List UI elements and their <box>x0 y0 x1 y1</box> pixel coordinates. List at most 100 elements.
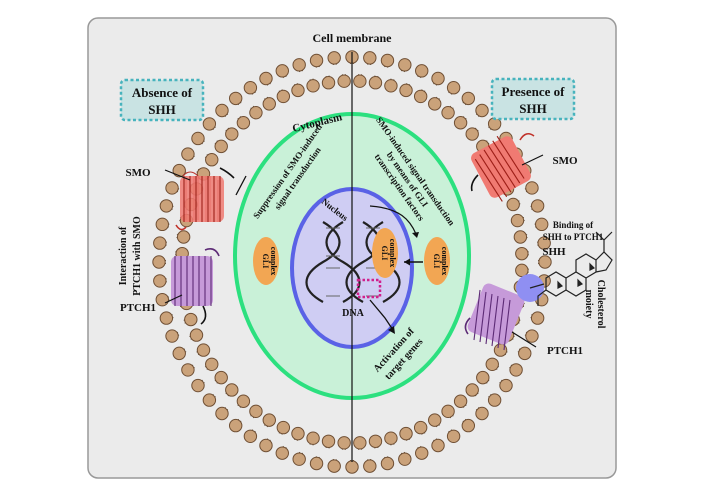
lipid-head <box>380 53 395 68</box>
lipid-head <box>153 274 167 288</box>
lipid-head <box>475 103 489 118</box>
gli-complex-nucleus: GLI complex <box>372 228 398 278</box>
target-gene-box <box>356 278 382 299</box>
lipid-head <box>368 76 383 90</box>
lipid-head <box>243 429 258 443</box>
lipid-head <box>214 139 228 154</box>
lipid-head <box>530 311 545 325</box>
lipid-head <box>513 230 528 244</box>
lipid-head <box>155 292 169 307</box>
lipid-head <box>321 434 336 448</box>
lipid-head <box>446 429 461 443</box>
lipid-head <box>399 426 413 441</box>
lipid-head <box>202 393 217 407</box>
ptch1-left-callout <box>164 294 183 304</box>
lipid-head <box>428 413 442 427</box>
lipid-head <box>465 383 479 397</box>
lipid-head <box>181 363 195 377</box>
lipid-head <box>275 446 289 460</box>
interaction-label-1: Interaction of <box>118 226 129 285</box>
lipid-head <box>446 81 461 95</box>
lipid-head <box>291 83 305 98</box>
cholesterol-label-1: Cholesterol <box>595 280 606 329</box>
lipid-head <box>431 71 445 86</box>
ptch1-receptor-right <box>464 283 525 351</box>
lipid-head <box>368 434 383 448</box>
absence-shh-label-2: SHH <box>148 102 175 117</box>
lipid-head <box>202 117 217 131</box>
lipid-head <box>152 255 166 269</box>
dna-label: DNA <box>342 308 364 319</box>
lipid-head <box>515 246 529 261</box>
lipid-head <box>363 459 377 473</box>
lipid-head <box>189 328 204 342</box>
lipid-head <box>380 456 395 471</box>
lipid-head <box>441 404 455 419</box>
lipid-head <box>309 53 324 68</box>
lipid-head <box>292 452 306 466</box>
lipid-head <box>292 58 306 72</box>
smo-left-callout <box>164 169 191 181</box>
lipid-head <box>184 312 198 327</box>
lipid-head <box>327 51 341 65</box>
lipid-head <box>399 83 413 98</box>
lipid-head <box>205 357 219 371</box>
lipid-head <box>485 357 499 371</box>
lipid-head <box>236 394 251 408</box>
lipid-head <box>518 346 532 361</box>
lipid-head <box>413 89 428 104</box>
lipid-head <box>538 255 552 269</box>
absence-shh-box: Absence of SHH <box>119 78 205 122</box>
smo-receptor-left <box>175 167 235 231</box>
gli-complex-right-label-2: complex <box>440 247 449 275</box>
lipid-head <box>249 404 263 419</box>
lipid-head <box>176 230 191 244</box>
lipid-head <box>476 370 490 385</box>
gli-complex-left-label-1: GLI <box>261 254 270 269</box>
lipid-head <box>306 79 320 93</box>
lipid-head <box>453 116 468 130</box>
lipid-head <box>506 197 520 212</box>
shh-label: SHH <box>542 246 566 258</box>
smo-right-label: SMO <box>552 155 578 167</box>
binding-label-1: Binding of <box>553 220 594 230</box>
lipid-head <box>499 378 513 393</box>
ptch1-right-label: PTCH1 <box>547 345 583 357</box>
lipid-head <box>172 346 186 361</box>
gli-complex-right-label-1: GLI <box>432 254 441 269</box>
lipid-head <box>165 181 179 195</box>
lipid-head <box>321 76 336 90</box>
lipid-head <box>215 103 229 118</box>
lipid-head <box>431 438 445 453</box>
lipid-head <box>276 89 291 104</box>
smo-right-callout <box>521 154 544 166</box>
lipid-head <box>441 105 455 120</box>
presence-shh-box: Presence of SHH <box>490 77 576 121</box>
lipid-head <box>384 79 398 93</box>
ptch1-left-label: PTCH1 <box>120 302 156 314</box>
lipid-head <box>228 91 243 106</box>
lipid-head <box>487 393 502 407</box>
presence-shh-label-2: SHH <box>519 101 546 116</box>
lipid-head <box>275 64 289 78</box>
lipid-head <box>353 436 367 450</box>
lipid-head <box>525 329 539 343</box>
lipid-head <box>384 431 398 445</box>
lipid-head <box>306 431 320 445</box>
lipid-head <box>259 71 273 86</box>
lipid-head <box>413 420 428 435</box>
lipid-head <box>181 147 195 161</box>
absence-shh-label-1: Absence of <box>132 85 193 100</box>
cholesterol-structure <box>529 231 613 306</box>
lipid-head <box>155 217 169 232</box>
lipid-head <box>415 64 429 78</box>
lipid-head <box>225 127 239 141</box>
lipid-head <box>461 418 476 433</box>
lipid-head <box>327 459 341 473</box>
smo-left-label: SMO <box>125 167 151 179</box>
lipid-head <box>191 131 205 146</box>
gli-complex-left-label-2: complex <box>269 247 278 275</box>
gli-complex-nucleus-label-2: complex <box>388 239 397 267</box>
lipid-head <box>259 438 273 453</box>
